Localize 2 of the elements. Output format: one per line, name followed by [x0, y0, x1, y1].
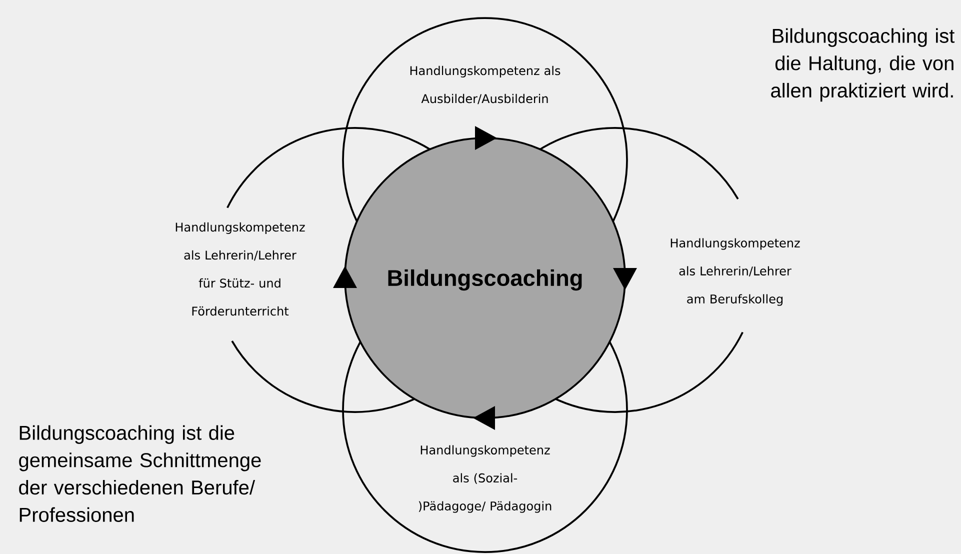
- note-text: Bildungscoaching ist die gemeinsame Schnittmenge der verschiedenen Berufe/ Professionen: [19, 425, 261, 522]
- note-text: Bildungscoaching ist die Haltung, die von allen praktiziert wird.: [771, 28, 955, 102]
